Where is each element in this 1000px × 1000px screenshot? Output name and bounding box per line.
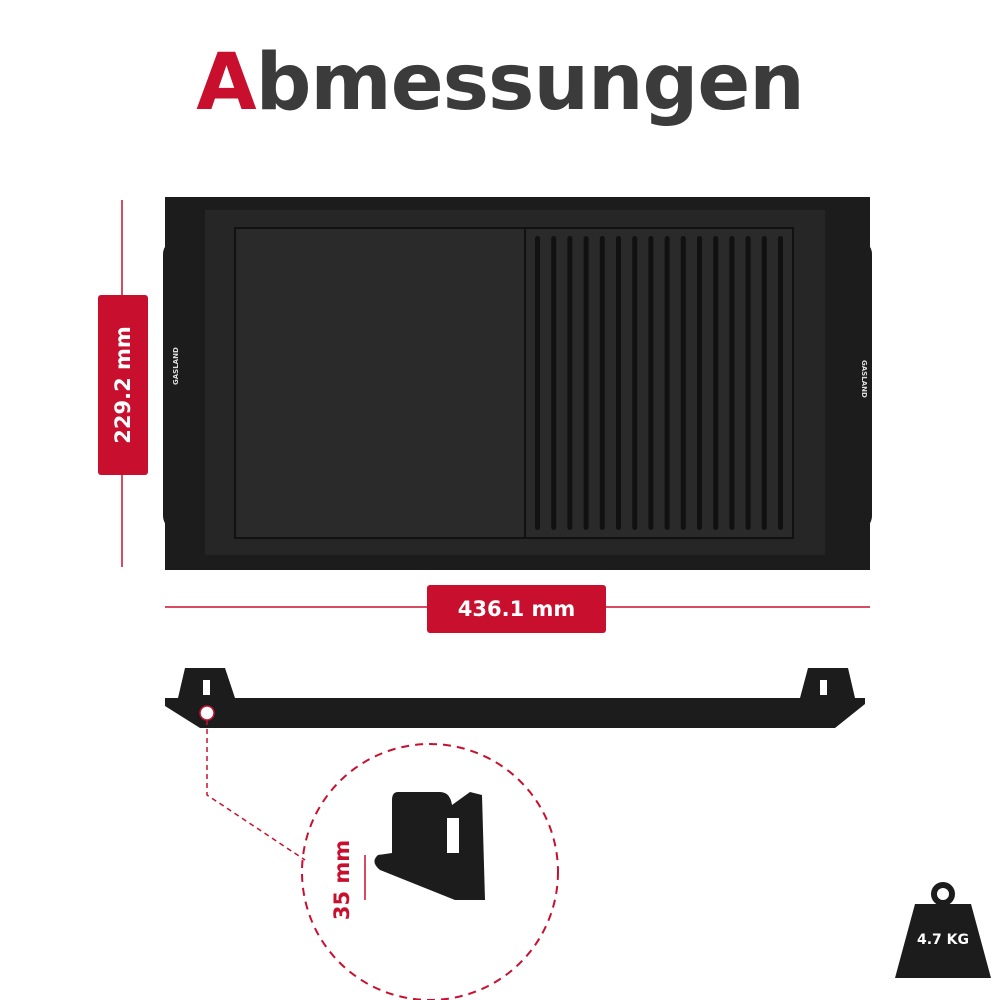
grill-rib: [778, 236, 783, 530]
title-rest: bmessungen: [255, 38, 805, 128]
svg-text:GASLAND: GASLAND: [860, 360, 868, 398]
grill-rib: [664, 236, 670, 530]
weight-badge: 4.7 KG: [893, 880, 993, 980]
grill-rib: [551, 236, 557, 530]
grill-plate-side-view: [165, 668, 865, 728]
grill-rib: [535, 236, 540, 530]
height-value: 229.2 mm: [111, 326, 135, 444]
ribbed-grill-surface: [524, 227, 794, 539]
grill-rib: [599, 236, 605, 530]
grill-rib: [713, 236, 719, 530]
brand-logo: GASLAND: [172, 347, 180, 385]
width-value: 436.1 mm: [457, 597, 576, 621]
grill-rib: [616, 236, 621, 530]
grill-rib: [567, 236, 573, 530]
detail-leader-line: [206, 720, 306, 861]
title-accent: A: [196, 38, 256, 128]
grill-rib: [632, 236, 638, 530]
grill-rib: [680, 236, 686, 530]
grill-rib: [745, 236, 751, 530]
detail-zoom: [301, 743, 559, 1000]
depth-value: 35 mm: [330, 839, 354, 921]
page-title: Abmessungen: [0, 38, 1000, 128]
flat-griddle-surface: [234, 227, 526, 539]
depth-label: 35 mm: [322, 830, 362, 930]
grill-rib: [761, 236, 767, 530]
width-label: 436.1 mm: [427, 585, 606, 633]
grill-rib: [583, 236, 589, 530]
detail-marker: [199, 705, 215, 721]
weight-icon: [895, 882, 991, 978]
grill-ribs: [535, 236, 783, 530]
grill-rib: [729, 236, 735, 530]
grill-rib: [697, 236, 702, 530]
weight-value: 4.7 KG: [916, 932, 969, 948]
height-label: 229.2 mm: [98, 295, 148, 475]
grill-rib: [648, 236, 654, 530]
